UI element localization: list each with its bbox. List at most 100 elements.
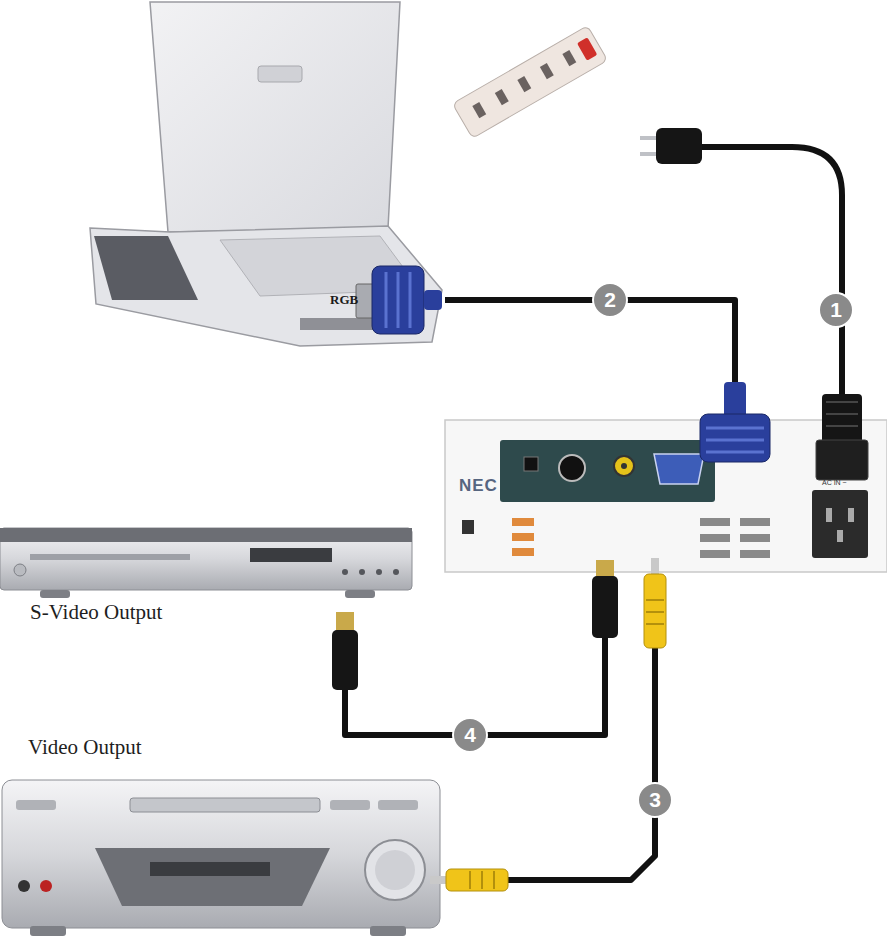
s-video-device (0, 528, 412, 598)
plug-body (446, 869, 508, 891)
plug-ridge (397, 272, 400, 328)
laptop-illustration (90, 2, 442, 346)
device-heading: S-Video Output (30, 600, 162, 625)
button (359, 569, 365, 575)
button (376, 569, 382, 575)
disc-tray (130, 798, 320, 812)
plug-prong (640, 136, 658, 140)
vga-plug (700, 382, 770, 462)
vent (700, 518, 730, 526)
callout-number: 2 (592, 282, 628, 318)
iec-plug (816, 394, 868, 480)
rca-port-pin (621, 463, 627, 469)
plug-boot (822, 394, 862, 446)
front-panel (95, 848, 330, 906)
rca-plug (430, 869, 508, 891)
cable (345, 572, 605, 735)
projector-illustration (445, 420, 887, 572)
plug-tip (336, 612, 354, 632)
vga-body (700, 414, 770, 462)
plug-body (332, 630, 358, 690)
outlet (540, 63, 554, 79)
device-foot (345, 590, 375, 598)
dvd-player (2, 780, 440, 936)
brand-label: NEC (459, 476, 498, 496)
outlet (472, 102, 486, 118)
port-label: RGB (330, 292, 358, 308)
plug-ridge (385, 272, 388, 328)
outlet (495, 89, 509, 105)
socket-pin (848, 508, 854, 522)
callout-number: 3 (637, 782, 673, 818)
power-switch (577, 37, 597, 60)
cable (445, 572, 655, 880)
button (16, 800, 56, 810)
vent (700, 534, 730, 542)
callout-number: 1 (818, 292, 854, 328)
vga-body (372, 266, 424, 334)
s-video-source-device: S-Video Output (0, 520, 420, 630)
vga-plug (356, 266, 442, 334)
rca-plug (644, 558, 666, 648)
callout-number: 4 (452, 717, 488, 753)
plug-ridge (706, 427, 764, 430)
device-top-strip (0, 528, 412, 542)
plug-ridge (706, 451, 764, 454)
security-slot (462, 520, 474, 534)
button (378, 800, 418, 810)
laptop-device: RGB (90, 0, 445, 346)
vent (740, 550, 770, 558)
projector-device: NEC (445, 420, 887, 572)
vent (700, 550, 730, 558)
s-video-port (559, 455, 585, 481)
plug-ridge (469, 871, 471, 889)
laptop-base (90, 226, 442, 346)
plug-body (656, 128, 702, 164)
cable (445, 300, 735, 420)
button (330, 800, 370, 810)
device-body (2, 780, 440, 928)
socket-pin (837, 530, 843, 542)
plug-ridge (646, 599, 664, 601)
plug-body (644, 574, 666, 648)
vga-port (654, 454, 704, 484)
plug-ridge (646, 623, 664, 625)
projector-body (445, 420, 887, 572)
device-foot (30, 926, 66, 936)
power-plug (640, 128, 702, 164)
device-display (150, 862, 270, 876)
power-strip-body (452, 26, 607, 139)
plug-ridge (826, 413, 858, 415)
vent (512, 548, 534, 556)
plug-tip (651, 558, 659, 576)
plug-prong (640, 152, 658, 156)
vent (512, 533, 534, 541)
laptop-lid (150, 2, 400, 232)
vent (740, 534, 770, 542)
jog-knob-inner (375, 850, 415, 890)
laptop-logo (258, 66, 302, 82)
power-strip (452, 26, 607, 139)
plug-ridge (826, 401, 858, 403)
plug-tip (430, 876, 448, 884)
power-cable (700, 147, 842, 400)
plug-ridge (481, 871, 483, 889)
jack (40, 880, 52, 892)
vga-boot (424, 290, 442, 310)
disc-tray (30, 554, 190, 560)
device-heading: Video Output (28, 735, 142, 760)
s-video-plug (592, 560, 618, 638)
device-foot (370, 926, 406, 936)
port-panel (500, 440, 715, 502)
vent (512, 518, 534, 526)
video-source-device: Video Output (0, 735, 445, 940)
jog-knob (365, 840, 425, 900)
vga-shell (356, 284, 374, 318)
s-video-plug (332, 612, 358, 690)
vga-boot (724, 382, 746, 418)
